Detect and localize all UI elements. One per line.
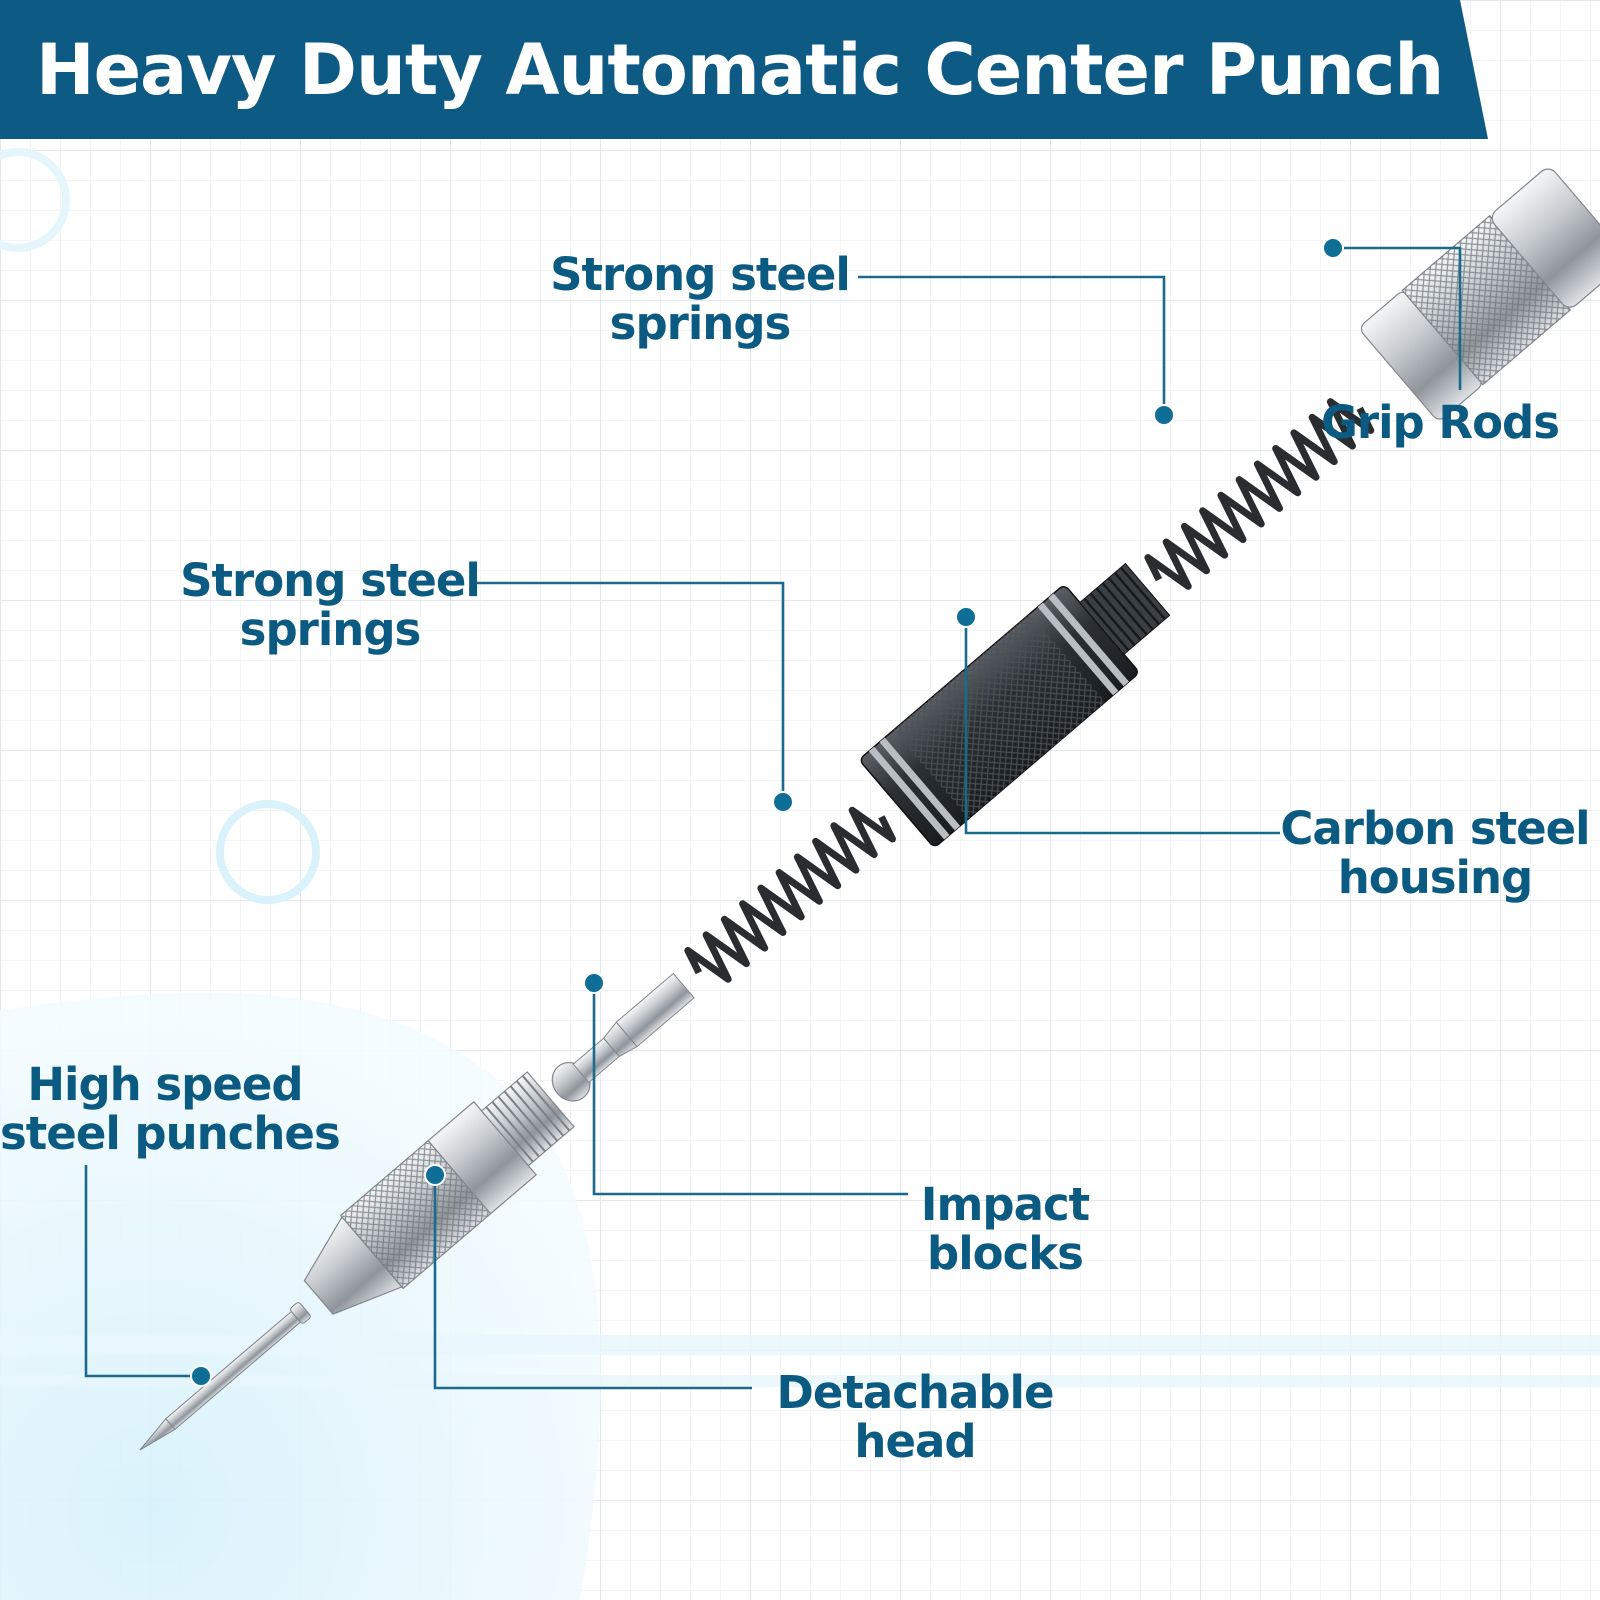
- callout-dot: [1153, 404, 1175, 426]
- label-line: Carbon steel: [1280, 802, 1590, 855]
- spring-lower: [684, 806, 896, 983]
- callout-dot: [424, 1164, 446, 1186]
- page-title: Heavy Duty Automatic Center Punch: [36, 29, 1444, 111]
- label-line: Strong steel: [550, 248, 851, 301]
- detachable-head: [303, 1071, 575, 1315]
- label-line: Impact: [920, 1178, 1090, 1231]
- label-line: Strong steel: [180, 554, 481, 607]
- leader-line-impact: [592, 983, 908, 1196]
- light-stripe: [0, 1375, 1600, 1387]
- label-head: Detachable head: [770, 1368, 1060, 1466]
- callout-dot: [955, 606, 977, 628]
- label-line: Detachable: [776, 1366, 1055, 1419]
- leader-line-grip-rods: [1333, 246, 1462, 390]
- punch-tip: [139, 1302, 311, 1451]
- label-line: springs: [609, 297, 792, 350]
- leader-line-springs-mid: [476, 581, 785, 802]
- label-line: Grip Rods: [1321, 396, 1560, 449]
- decor-ring: [0, 148, 70, 252]
- callout-dot: [1322, 237, 1344, 259]
- leader-line-springs-top: [858, 275, 1166, 415]
- spring-upper: [1144, 398, 1375, 590]
- label-line: blocks: [927, 1227, 1084, 1280]
- label-line: housing: [1337, 851, 1533, 904]
- label-line: steel punches: [0, 1107, 341, 1160]
- label-impact: Impact blocks: [905, 1180, 1105, 1278]
- carbon-steel-housing: [860, 562, 1171, 847]
- label-springs-top: Strong steel springs: [540, 250, 860, 348]
- label-grip-rods: Grip Rods: [1320, 398, 1560, 447]
- label-springs-mid: Strong steel springs: [180, 554, 481, 656]
- callout-dot: [772, 791, 794, 813]
- label-line: High speed: [27, 1058, 303, 1111]
- label-line: springs: [239, 603, 422, 656]
- callout-dot: [190, 1365, 212, 1387]
- decor-ring: [216, 800, 320, 904]
- grip-rod-cap: [1360, 168, 1600, 420]
- title-banner: [0, 0, 1488, 139]
- label-line: head: [854, 1415, 976, 1468]
- thread: [480, 1071, 575, 1167]
- leader-line-head: [433, 1175, 752, 1390]
- leader-line-punches: [84, 1165, 201, 1378]
- callout-dot: [583, 972, 605, 994]
- label-housing: Carbon steel housing: [1280, 804, 1590, 902]
- light-stripe: [0, 1335, 1600, 1355]
- impact-block: [551, 972, 695, 1102]
- leader-line-housing: [964, 617, 1280, 835]
- label-punches: High speed steel punches: [0, 1058, 341, 1160]
